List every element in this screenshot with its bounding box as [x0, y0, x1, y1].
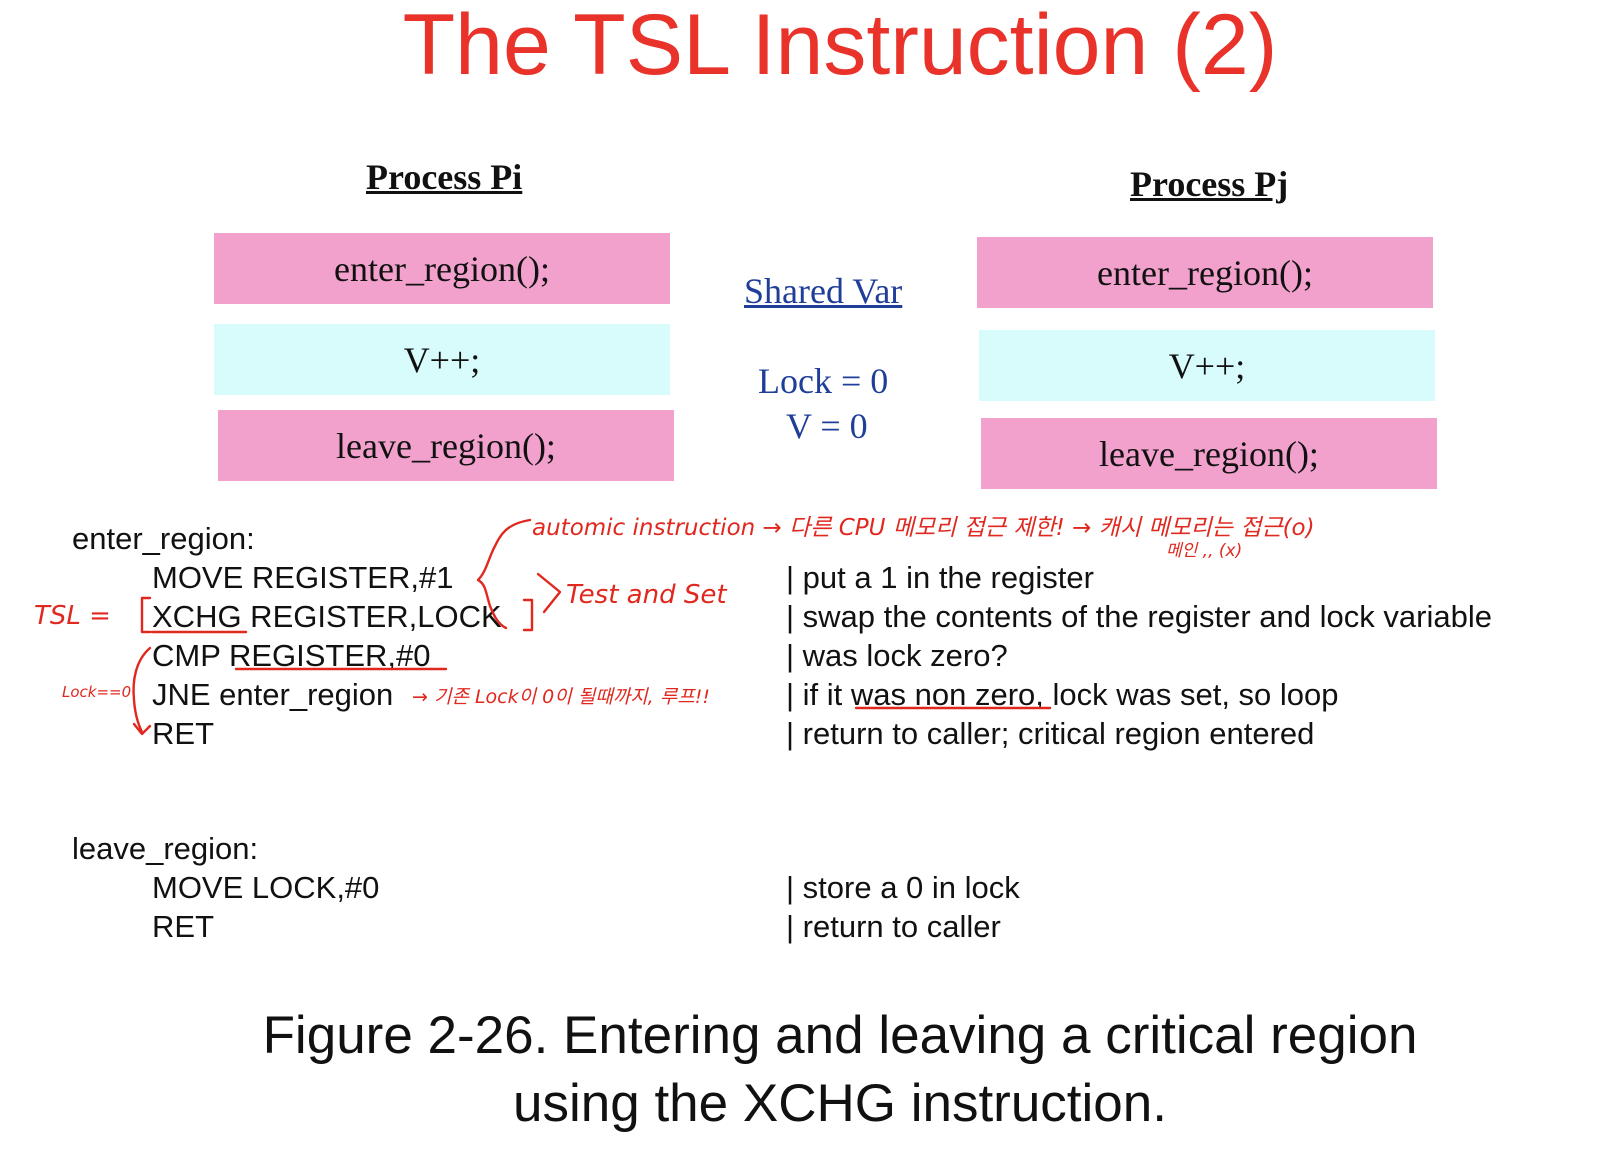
comment-move: | put a 1 in the register — [786, 560, 1094, 595]
comment-return: | return to caller — [786, 909, 1001, 944]
xchg-bracket-right — [522, 598, 534, 632]
comment-store: | store a 0 in lock — [786, 870, 1020, 905]
code-line-move-lock: MOVE LOCK,#0 — [152, 870, 380, 905]
slide-title: The TSL Instruction (2) — [402, 0, 1278, 93]
pi-leave-region-box: leave_region(); — [218, 410, 674, 481]
test-and-set-note: Test and Set — [566, 580, 727, 610]
pj-increment-box: V++; — [979, 330, 1435, 401]
tsl-equals-note: TSL = — [34, 601, 111, 631]
process-pj-heading: Process Pj — [1130, 164, 1289, 204]
enter-region-label: enter_region: — [72, 521, 255, 556]
xchg-bracket — [140, 596, 152, 634]
lock-condition-note: Lock==0 — [62, 683, 132, 701]
pj-leave-region-box: leave_region(); — [981, 418, 1437, 489]
figure-caption-line1: Figure 2-26. Entering and leaving a crit… — [262, 1006, 1418, 1065]
comment-ret: | return to caller; critical region ente… — [786, 716, 1315, 751]
atomic-instruction-note: automic instruction → 다른 CPU 메모리 접근 제한! … — [532, 515, 1315, 541]
leave-region-label: leave_region: — [72, 831, 259, 866]
ret-arrowhead — [132, 722, 152, 736]
move-xchg-brace — [476, 518, 532, 630]
test-set-arrow — [536, 572, 562, 614]
pi-increment-box: V++; — [214, 324, 670, 395]
code-line-ret: RET — [152, 716, 214, 751]
code-line-ret-leave: RET — [152, 909, 214, 944]
pi-enter-region-box: enter_region(); — [214, 233, 670, 304]
cmp-ret-curve — [132, 646, 152, 734]
atomic-sub-note: 메인 ,, (x) — [1166, 541, 1243, 561]
shared-var-heading: Shared Var — [744, 271, 903, 311]
shared-v-value: V = 0 — [786, 406, 868, 446]
comment-cmp: | was lock zero? — [786, 638, 1008, 673]
code-line-cmp: CMP REGISTER,#0 — [152, 638, 431, 673]
process-pi-heading: Process Pi — [366, 157, 523, 197]
pj-enter-region-box: enter_region(); — [977, 237, 1433, 308]
code-line-xchg: XCHG REGISTER,LOCK — [152, 599, 502, 634]
shared-lock-value: Lock = 0 — [758, 361, 889, 401]
comment-jne: | if it was non zero, lock was set, so l… — [786, 677, 1339, 712]
jne-loop-note: → 기존 Lock이 0이 될때까지, 루프!! — [412, 686, 710, 708]
comment-xchg: | swap the contents of the register and … — [786, 599, 1492, 634]
code-line-move: MOVE REGISTER,#1 — [152, 560, 454, 595]
code-line-jne: JNE enter_region — [152, 677, 394, 712]
figure-caption-line2: using the XCHG instruction. — [513, 1074, 1167, 1133]
